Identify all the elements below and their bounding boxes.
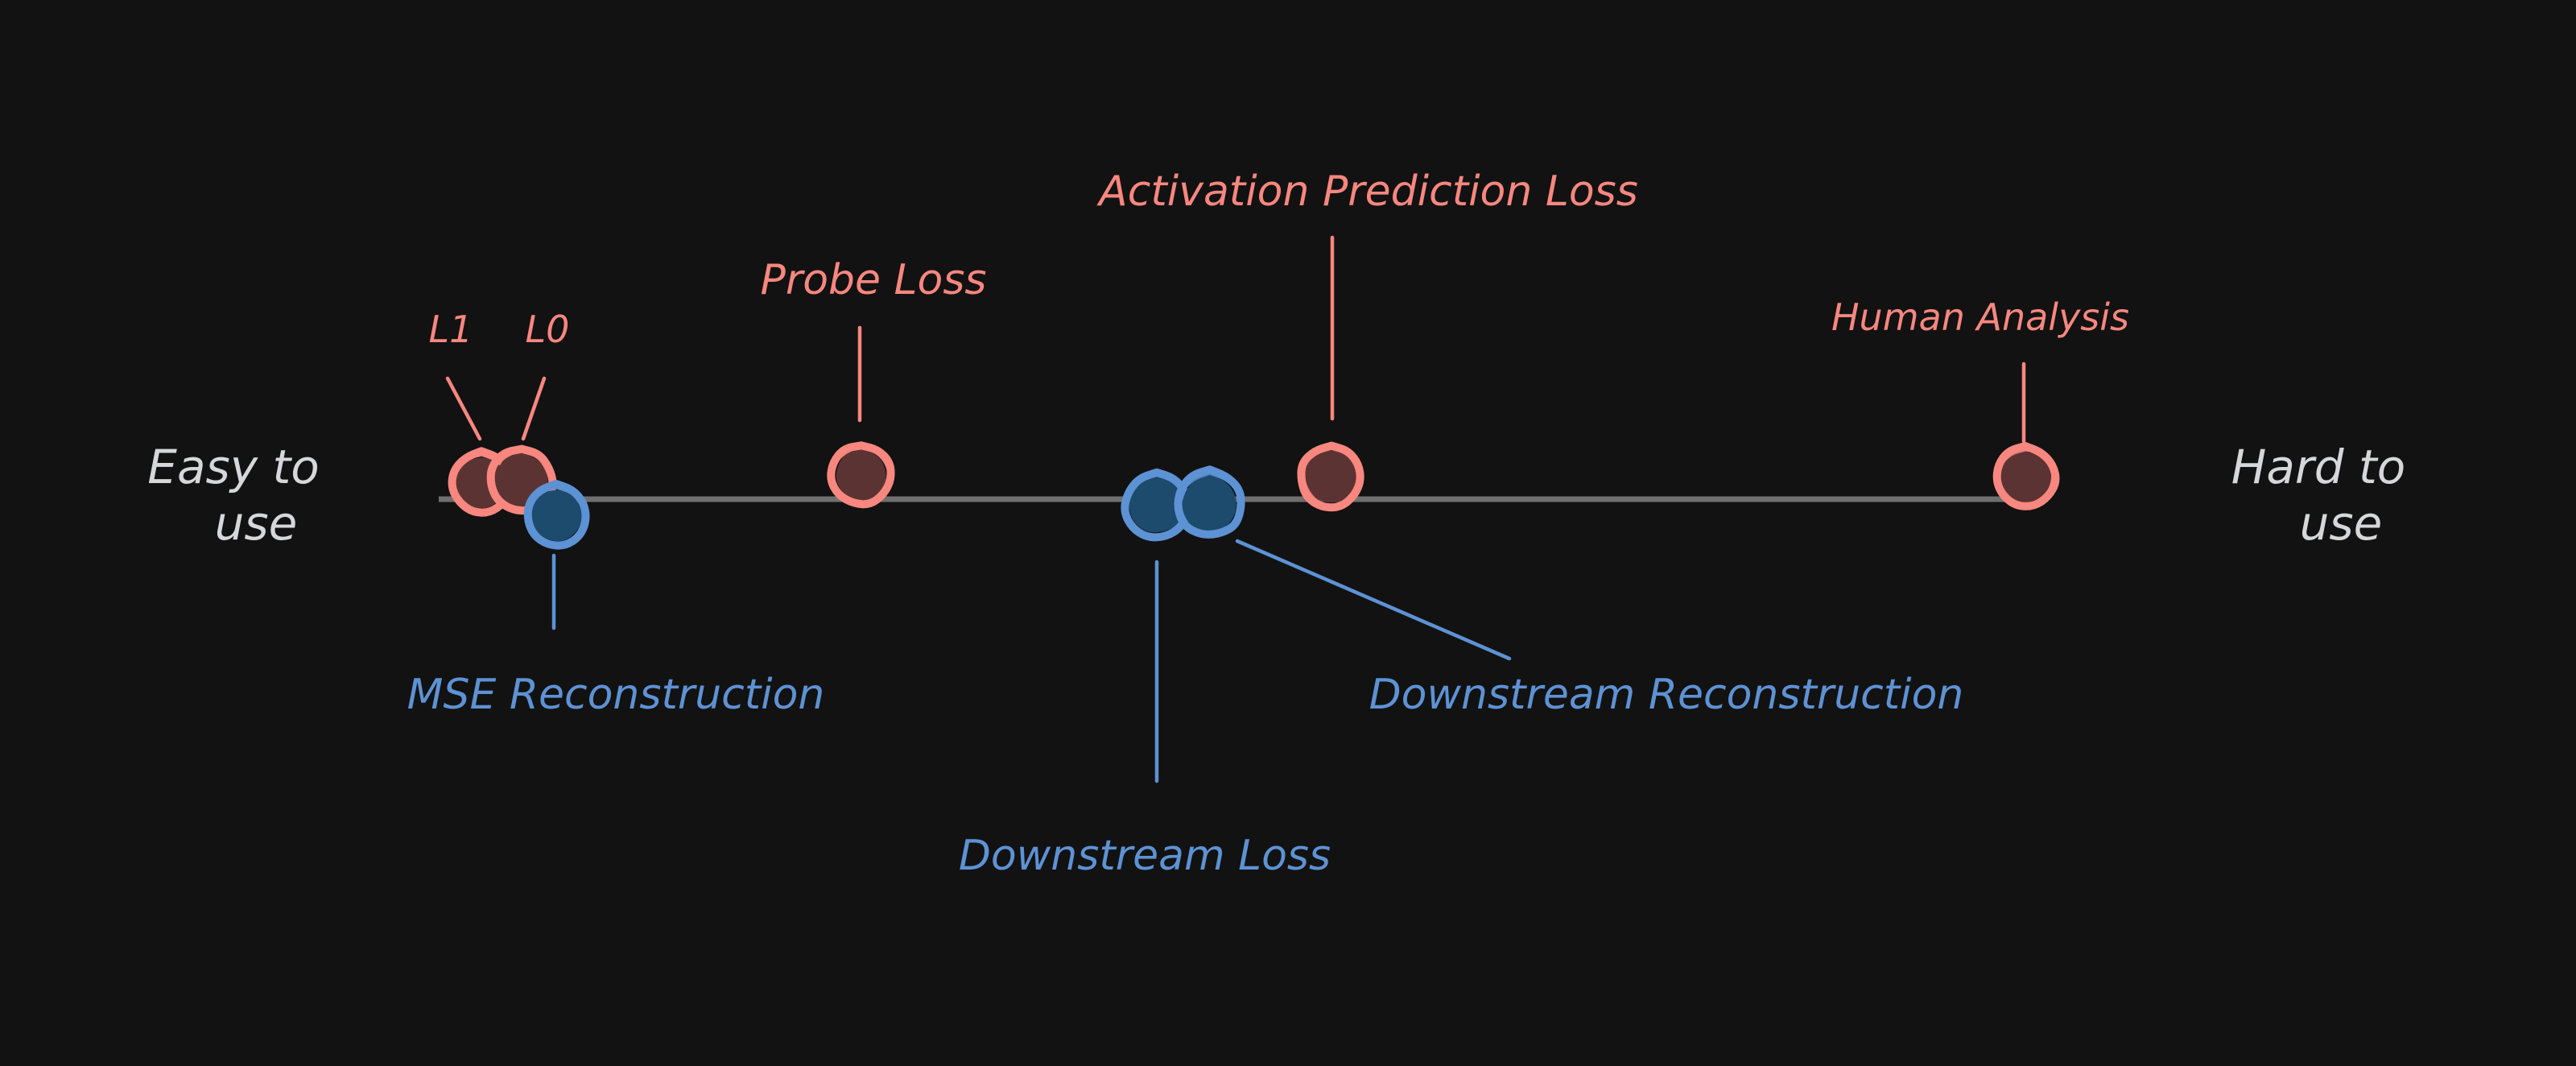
- node-downstream-loss-outline: [1125, 471, 1189, 539]
- metric-label-activation-prediction-loss: Activation Prediction Loss: [1096, 167, 1638, 216]
- metric-label-probe-loss: Probe Loss: [760, 256, 986, 304]
- node-downstream-reconstruction-outline: [1179, 472, 1242, 536]
- node-mse-reconstruction-fill: [530, 490, 583, 542]
- node-human-analysis[interactable]: [1992, 442, 2060, 510]
- metric-label-downstream-loss: Downstream Loss: [959, 832, 1331, 880]
- node-group: [448, 441, 2060, 550]
- node-downstream-loss-fill: [1129, 475, 1185, 533]
- connector-line-l1: [445, 376, 482, 441]
- label-connector-group: [445, 235, 2026, 783]
- metric-label-mse-reconstruction: MSE Reconstruction: [407, 671, 825, 719]
- node-activation-prediction-loss[interactable]: [1297, 441, 1364, 512]
- metric-label-l1: L1: [429, 308, 473, 351]
- node-mse-reconstruction-outline: [526, 485, 587, 546]
- node-activation-prediction-loss-outline: [1301, 444, 1361, 508]
- node-downstream-loss[interactable]: [1121, 468, 1192, 542]
- axis-endpoint-hard-to-use-line1: Hard to: [2231, 440, 2405, 494]
- node-human-analysis-fill: [1999, 451, 2053, 504]
- node-probe-loss[interactable]: [827, 441, 895, 509]
- node-probe-loss-outline: [827, 441, 895, 509]
- node-activation-prediction-loss-fill: [1304, 448, 1358, 503]
- node-probe-loss-outline: [831, 444, 891, 504]
- node-downstream-reconstruction-fill: [1182, 475, 1236, 533]
- node-downstream-reconstruction[interactable]: [1174, 465, 1245, 539]
- metric-label-l0: L0: [526, 308, 570, 351]
- axis-endpoint-hard-to-use-line2: use: [2300, 496, 2383, 551]
- axis-endpoint-easy-to-use-line2: use: [215, 496, 298, 551]
- metric-label-human-analysis: Human Analysis: [1831, 295, 2129, 339]
- metric-label-group: L1 L0 Probe Loss Activation Prediction Loss…: [407, 167, 2129, 880]
- connector-line-downstream-reconstruction: [1235, 539, 1512, 661]
- metric-label-downstream-reconstruction: Downstream Reconstruction: [1369, 671, 1964, 719]
- connector-line-l0: [521, 376, 547, 441]
- node-human-analysis-outline: [1995, 448, 2055, 508]
- axis-endpoint-easy-to-use-line1: Easy to: [147, 440, 319, 494]
- node-probe-loss-fill: [836, 448, 886, 502]
- node-mse-reconstruction[interactable]: [523, 480, 590, 550]
